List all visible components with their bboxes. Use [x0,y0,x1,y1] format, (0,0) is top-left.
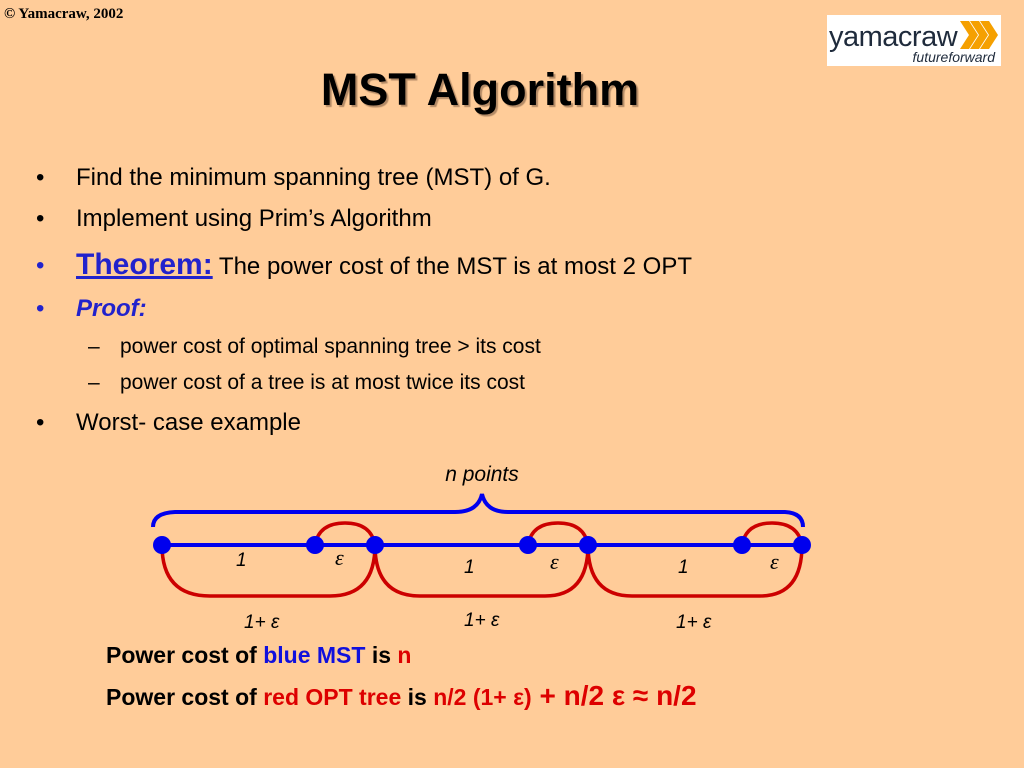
statement-blue-mst: Power cost of blue MST is n [106,642,411,669]
red-lower-arc [160,544,377,598]
bullet-marker: • [36,295,45,322]
statement-prefix: Power cost of [106,642,264,668]
bullet-marker: • [36,164,45,191]
red-opt-text: red OPT tree [263,684,402,710]
red-edge-label: 1+ ε [676,612,712,633]
red-edge-label: 1+ ε [464,610,500,631]
subitem-text: power cost of a tree is at most twice it… [120,371,525,394]
statement-mid: is [365,642,398,668]
theorem-text: The power cost of the MST is at most 2 O… [212,253,692,280]
brace-label: n points [445,463,519,486]
red-upper-arc [313,521,377,546]
statement-value: n [397,642,412,668]
epsilon-label: ε [335,545,344,570]
approx-sign: ≈ [625,680,657,711]
plus-sign: + [531,680,564,711]
epsilon-label: ε [770,549,779,574]
edge-label-1: 1 [236,550,247,571]
epsilon-label: ε [550,549,559,574]
red-opt-tree [160,521,804,598]
edge-label-1: 1 [464,557,475,578]
dash-marker: – [88,371,100,394]
bullet-text: Find the minimum spanning tree (MST) of … [76,164,551,191]
dash-marker: – [88,335,100,358]
theorem-label: Theorem: [76,248,213,281]
bullet-marker: • [36,409,45,436]
red-upper-arc [740,521,804,546]
point [793,536,811,554]
bullet-marker: • [36,205,45,232]
blue-mst-text: blue MST [263,642,366,668]
statement-value: n/2 (1+ ε) [433,684,532,710]
slide-title: MST Algorithm [320,64,640,115]
point [153,536,171,554]
point [306,536,324,554]
statement-mid: is [401,684,434,710]
point [733,536,751,554]
logo-chevrons-icon [960,21,998,49]
statement-red-opt: Power cost of red OPT tree is n/2 (1+ ε)… [106,680,697,712]
proof-label: Proof: [76,295,147,322]
yamacraw-logo: yamacraw futureforward [827,15,1001,66]
result-value: n/2 [656,680,697,711]
bullet-marker: • [36,252,45,279]
point [579,536,597,554]
edge-label-1: 1 [678,557,689,578]
logo-tagline: futureforward [912,49,995,65]
logo-wordmark: yamacraw [829,21,958,53]
point [519,536,537,554]
points-brace [151,493,805,528]
red-lower-arc [586,544,804,598]
copyright-text: © Yamacraw, 2002 [4,6,124,22]
points [153,536,811,554]
point [366,536,384,554]
bullet-text: Worst- case example [76,409,301,436]
subitem-text: power cost of optimal spanning tree > it… [120,335,541,358]
epsilon-term: n/2 ε [563,680,626,711]
red-edge-label: 1+ ε [244,612,280,633]
statement-prefix: Power cost of [106,684,264,710]
theorem-line: Theorem: The power cost of the MST is at… [76,248,692,282]
bullet-text: Implement using Prim’s Algorithm [76,205,432,232]
red-lower-arc [373,544,590,598]
red-upper-arc [526,521,590,546]
